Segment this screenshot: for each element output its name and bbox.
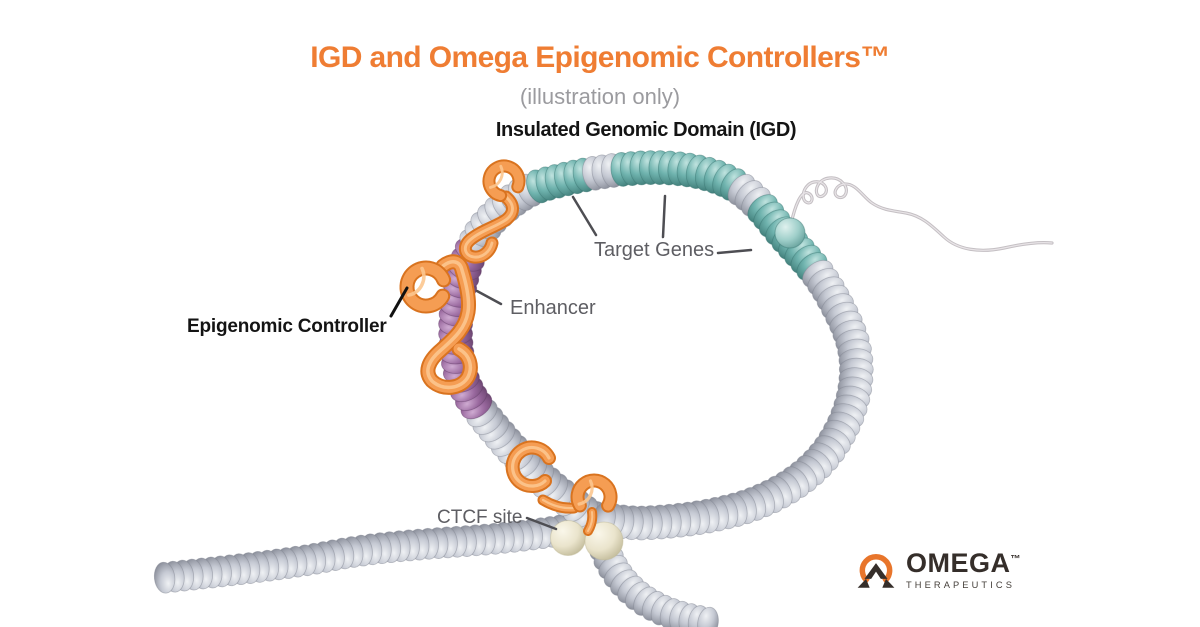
logo-trademark: ™: [1010, 554, 1021, 565]
logo-subtext: THERAPEUTICS: [906, 580, 1016, 590]
label-enhancer: Enhancer: [510, 297, 596, 319]
page-title: IGD and Omega Epigenomic Controllers™: [310, 41, 890, 74]
logo-wordmark-text: OMEGA: [906, 548, 1011, 578]
page-subtitle: (illustration only): [519, 84, 681, 109]
igd-domain-label: Insulated Genomic Domain (IGD): [495, 119, 797, 141]
logo-wordmark: OMEGA™: [906, 550, 1021, 577]
label-ctcf-site: CTCF site: [437, 507, 523, 528]
omega-logo-icon: [857, 554, 895, 588]
omega-logo: OMEGA™ THERAPEUTICS: [855, 550, 1021, 590]
label-target-genes: Target Genes: [594, 239, 715, 261]
label-epigenomic-controller: Epigenomic Controller: [187, 316, 387, 337]
